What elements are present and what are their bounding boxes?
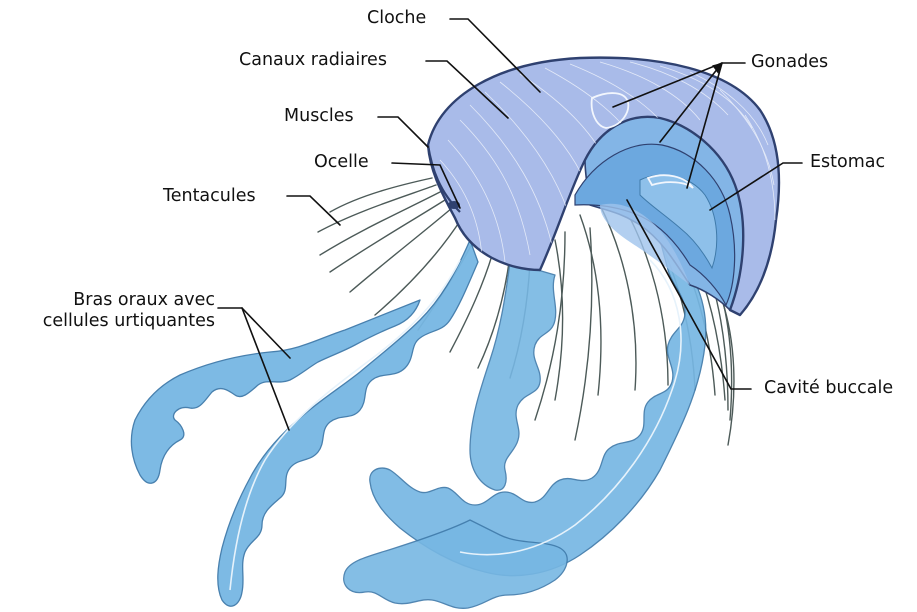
- oral-arms-group: [131, 240, 705, 608]
- label-estomac: Estomac: [810, 152, 885, 173]
- label-bras-oraux-line2: cellules urtiquantes: [0, 311, 215, 332]
- label-muscles: Muscles: [284, 106, 354, 127]
- label-cloche: Cloche: [367, 8, 426, 29]
- label-cavite-buccale: Cavité buccale: [764, 378, 893, 399]
- label-tentacules: Tentacules: [163, 186, 256, 207]
- label-bras-oraux-line1: Bras oraux avec: [10, 290, 215, 311]
- oral-arm-middle: [470, 262, 556, 490]
- label-gonades: Gonades: [751, 52, 828, 73]
- tentacle: [575, 228, 592, 440]
- label-ocelle: Ocelle: [314, 152, 369, 173]
- tentacle: [330, 178, 432, 212]
- label-canaux-radiaires: Canaux radiaires: [239, 50, 387, 71]
- leader-muscles: [378, 117, 428, 147]
- tentacle: [350, 208, 452, 292]
